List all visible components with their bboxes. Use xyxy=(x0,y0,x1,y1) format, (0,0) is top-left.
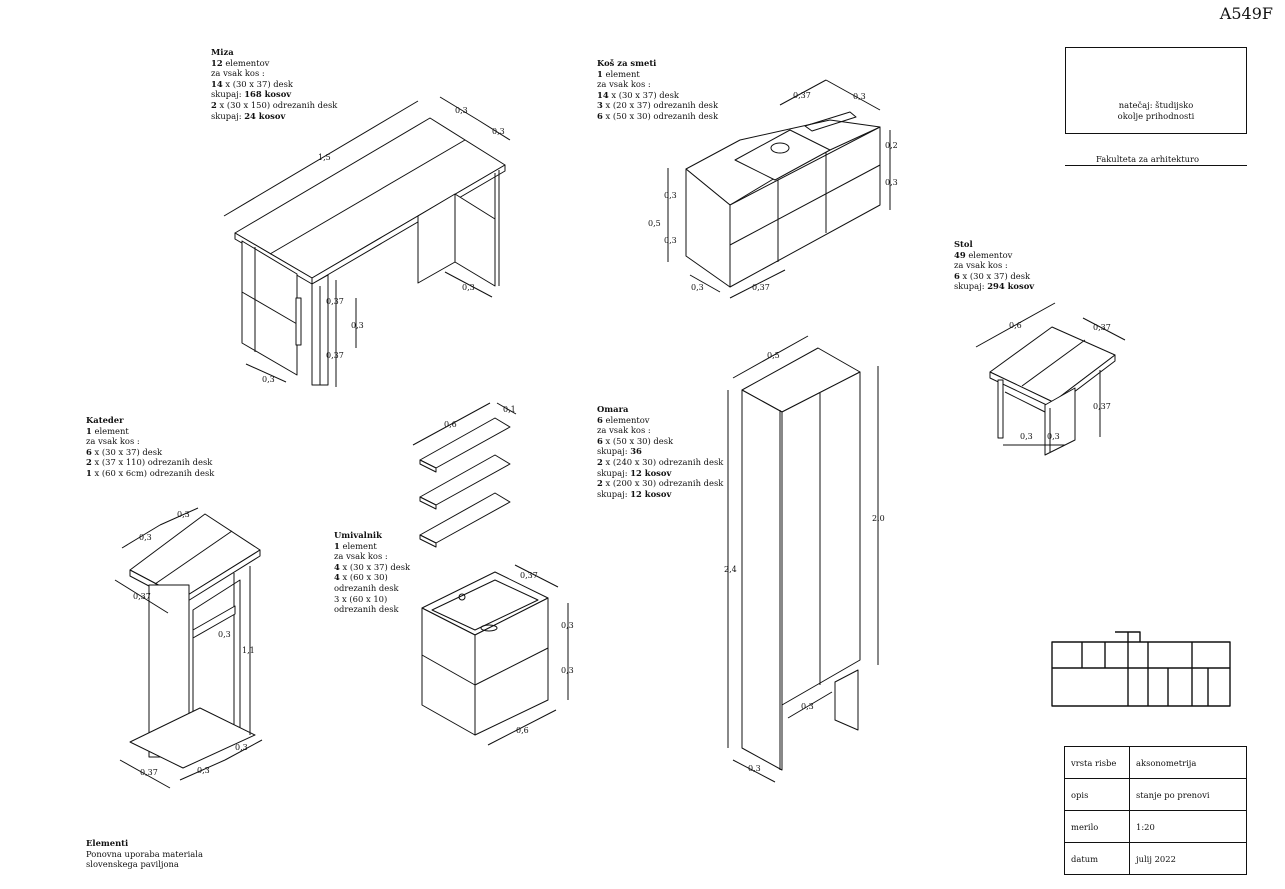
dim-miza-leg: 0,3 xyxy=(462,283,475,292)
omara-drawing xyxy=(741,347,861,771)
umivalnik-dimension-lines xyxy=(487,564,569,746)
dim-miza-h1: 0,37 xyxy=(326,297,344,306)
kos-dimension-lines xyxy=(667,79,891,299)
dim-kos-b1: 0,3 xyxy=(691,283,704,292)
dim-kos-b2: 0,37 xyxy=(752,283,770,292)
dim-om-r: 2,0 xyxy=(872,514,885,523)
note-kos-title: Koš za smeti xyxy=(597,58,657,68)
dim-umi-h2: 0,3 xyxy=(561,666,574,675)
note-omara: Omara 6 elementov za vsak kos : 6 x (50 … xyxy=(597,404,724,499)
title-box xyxy=(1065,47,1247,134)
shelves-dimension-lines xyxy=(412,402,517,446)
note-kateder-title: Kateder xyxy=(86,415,124,425)
dim-miza-foot: 0,3 xyxy=(262,375,275,384)
dim-kat-t1: 0,3 xyxy=(139,533,152,542)
note-stol: Stol 49 elementov za vsak kos : 6 x (30 … xyxy=(954,239,1035,292)
dim-umi-b: 0,6 xyxy=(516,726,529,735)
dim-stol-f1: 0,3 xyxy=(1020,432,1033,441)
drawing-code: A549F xyxy=(1219,4,1273,23)
dim-kat-side: 0,37 xyxy=(133,592,151,601)
dim-shelf-len: 0,6 xyxy=(444,420,457,429)
dim-kat-mid: 0,3 xyxy=(218,630,231,639)
floor-plan xyxy=(1051,631,1231,707)
dim-kat-h: 1,1 xyxy=(242,646,255,655)
kateder-drawing xyxy=(129,513,261,769)
dim-miza-w1: 0,3 xyxy=(455,106,468,115)
dim-kos-l1: 0,3 xyxy=(664,191,677,200)
dim-kat-b2: 0,3 xyxy=(197,766,210,775)
dim-kat-b3: 0,3 xyxy=(235,743,248,752)
dim-miza-len: 1,5 xyxy=(318,153,331,162)
dim-stol-h: 0,37 xyxy=(1093,402,1111,411)
dim-kos-l2: 0,5 xyxy=(648,219,661,228)
dim-kos-top2: 0,3 xyxy=(853,92,866,101)
kos-drawing xyxy=(685,111,881,288)
footer-title: Elementi xyxy=(86,838,129,848)
faculty-underline xyxy=(1065,165,1247,166)
dim-om-leg: 0,3 xyxy=(801,702,814,711)
miza-dimension-lines xyxy=(223,96,511,387)
dimension-labels: 1,5 0,3 0,3 0,3 0,3 0,37 0,3 0,37 0,37 0… xyxy=(133,91,1111,777)
faculty-name: Fakulteta za arhitekturo xyxy=(1096,154,1200,164)
dim-miza-h3: 0,37 xyxy=(326,351,344,360)
title-text: natečaj: študijsko okolje prihodnosti xyxy=(1117,100,1195,121)
note-miza: Miza 12 elementov za vsak kos : 14 x (30… xyxy=(211,47,338,121)
dim-stol-f2: 0,3 xyxy=(1047,432,1060,441)
dim-om-foot: 0,3 xyxy=(748,764,761,773)
dim-kos-r2: 0,3 xyxy=(885,178,898,187)
shelves-drawing xyxy=(419,417,511,548)
dim-kos-r1: 0,2 xyxy=(885,141,898,150)
stol-dimension-lines xyxy=(975,302,1126,446)
kateder-dimension-lines xyxy=(114,507,263,789)
dim-kos-top1: 0,37 xyxy=(793,91,811,100)
note-omara-title: Omara xyxy=(597,404,629,414)
omara-dimension-lines xyxy=(727,335,879,783)
dim-om-h: 2,4 xyxy=(724,565,737,574)
stol-drawing xyxy=(989,326,1116,456)
dim-stol-w: 0,37 xyxy=(1093,323,1111,332)
note-kateder: Kateder 1 element za vsak kos : 6 x (30 … xyxy=(86,415,215,478)
miza-drawing xyxy=(234,117,506,386)
dim-shelf-t: 0,1 xyxy=(503,405,516,414)
footer-note: Elementi Ponovna uporaba materiala slove… xyxy=(86,838,203,870)
note-kos: Koš za smeti 1 element za vsak kos : 14 … xyxy=(597,58,719,121)
dim-miza-w2: 0,3 xyxy=(492,127,505,136)
note-umivalnik: Umivalnik 1 element za vsak kos : 4 x (3… xyxy=(334,530,411,615)
dim-umi-h1: 0,3 xyxy=(561,621,574,630)
dim-kos-l3: 0,3 xyxy=(664,236,677,245)
dim-kat-b1: 0,37 xyxy=(140,768,158,777)
dim-umi-top: 0,37 xyxy=(520,571,538,580)
note-miza-title: Miza xyxy=(211,47,234,57)
dim-stol-len: 0,6 xyxy=(1009,321,1022,330)
umivalnik-drawing xyxy=(421,571,549,736)
dim-kat-t2: 0,3 xyxy=(177,510,190,519)
note-umivalnik-title: Umivalnik xyxy=(334,530,382,540)
dim-miza-h2: 0,3 xyxy=(351,321,364,330)
dim-om-top: 0,5 xyxy=(767,351,780,360)
note-stol-title: Stol xyxy=(954,239,973,249)
